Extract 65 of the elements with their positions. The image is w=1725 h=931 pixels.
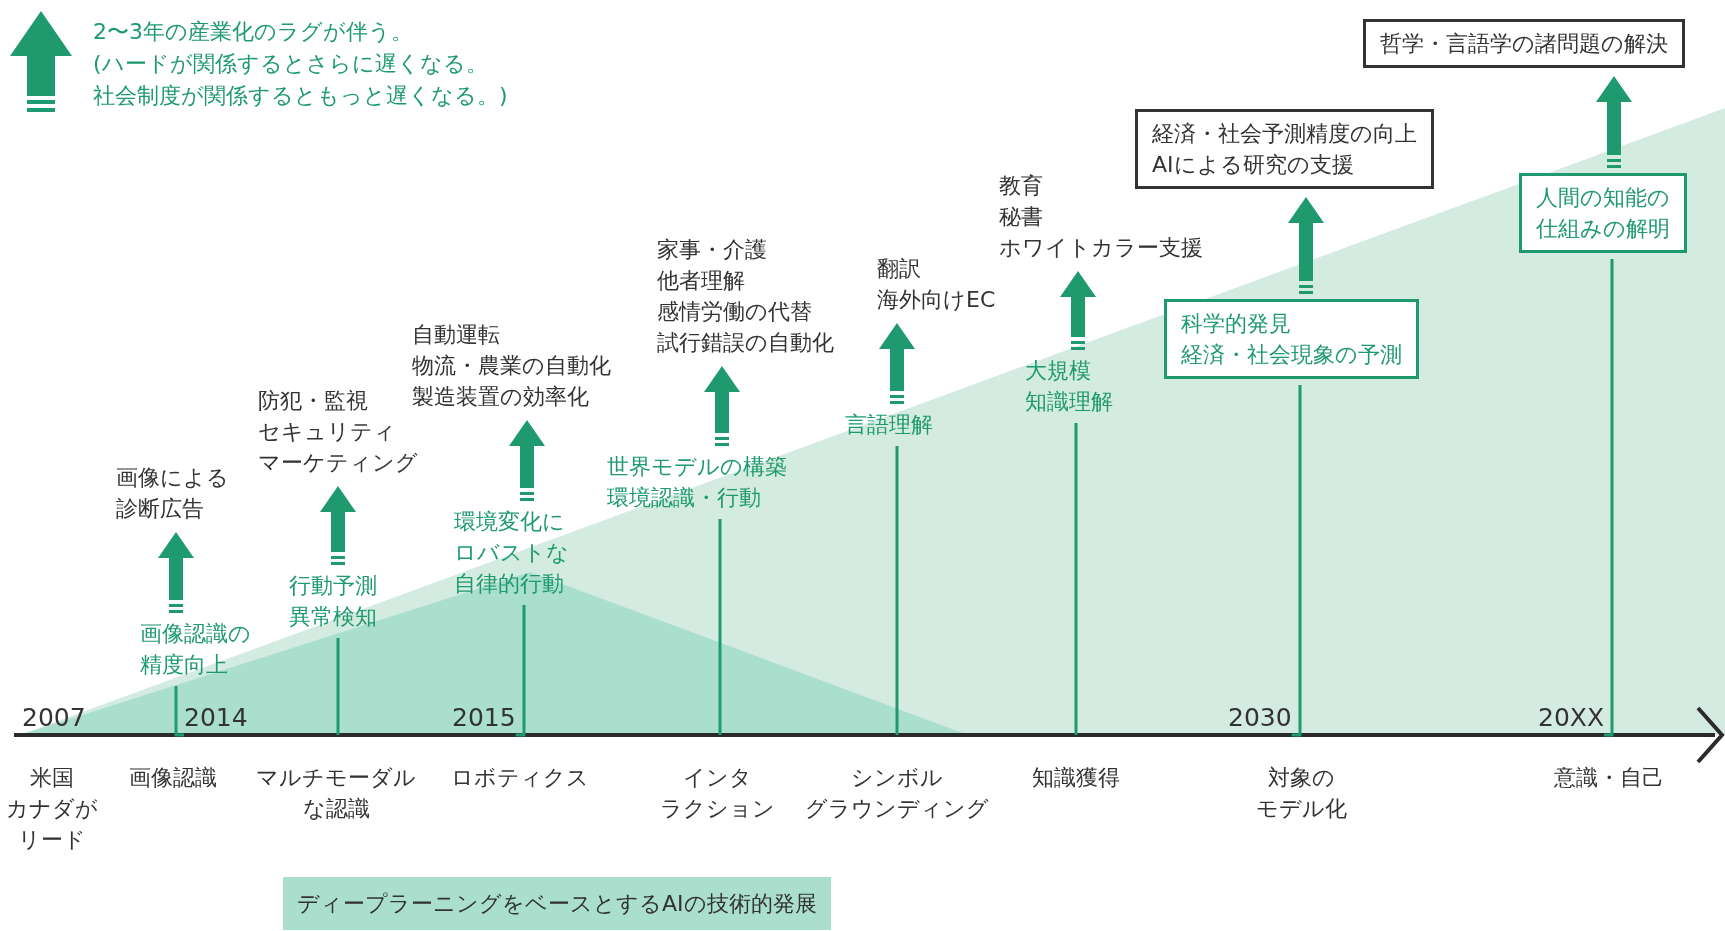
stage-label: マルチモーダルな認識: [256, 764, 416, 823]
application-box: [1363, 19, 1685, 68]
technology-text: 経済・社会現象の予測: [1181, 341, 1402, 369]
timeline-tick: [1604, 259, 1614, 737]
arrow: [509, 420, 545, 501]
arrow: [1288, 197, 1324, 294]
caption-band: [283, 877, 831, 930]
timeline-tick: [1291, 385, 1302, 737]
application-text: 物流・農業の自動化: [412, 352, 611, 380]
stage-label: 知識獲得: [1032, 764, 1120, 792]
application-text: 感情労働の代替: [657, 298, 813, 326]
arrow: [1060, 271, 1096, 350]
technology-text: 環境認識・行動: [607, 484, 762, 512]
application-text: 画像による診断広告: [116, 464, 229, 523]
application-text: 家事・介護: [657, 236, 768, 264]
stage-label: 対象のモデル化: [1255, 764, 1347, 823]
result-box: [1164, 299, 1419, 379]
application-text: 教育: [999, 172, 1044, 200]
application-text: 経済・社会予測精度の向上: [1152, 120, 1417, 148]
application-text: 試行錯誤の自動化: [657, 329, 834, 357]
technology-text: 行動予測: [289, 572, 377, 600]
year-label: 2014: [184, 702, 248, 733]
technology-text: 人間の知能の仕組みの解明: [1536, 184, 1670, 243]
application-text: 海外向けEC: [877, 286, 996, 314]
legend-text: 2〜3年の産業化のラグが伴う。: [93, 18, 413, 46]
arrow: [320, 486, 356, 565]
stage-label: 米国カナダがリード: [6, 764, 98, 854]
year-label: 2030: [1228, 702, 1292, 733]
arrow: [1596, 76, 1632, 168]
application-text: AIによる研究の支援: [1152, 151, 1355, 179]
year-label: 2007: [22, 702, 86, 733]
application-text: ホワイトカラー支援: [999, 234, 1203, 262]
stage-label: 意識・自己: [1554, 764, 1664, 792]
technology-text: 大規模知識理解: [1025, 357, 1113, 416]
result-box: [1519, 173, 1687, 253]
timeline-tick: [515, 605, 526, 737]
year-label: 20XX: [1538, 702, 1605, 733]
legend-text: 社会制度が関係するともっと遅くなる。): [93, 82, 508, 110]
arrow: [879, 323, 915, 404]
arrow: [704, 366, 740, 446]
application-box: [1135, 109, 1434, 189]
year-label: 2015: [452, 702, 516, 733]
stage-label: ロボティクス: [451, 764, 589, 792]
arrow: [158, 532, 194, 613]
caption-text: ディープラーニングをベースとするAIの技術的発展: [297, 890, 817, 918]
stage-label: シンボルグラウンディング: [805, 764, 989, 823]
application-text: 自動運転: [412, 321, 501, 349]
technology-text: 画像認識の精度向上: [140, 620, 251, 679]
timeline-tick: [174, 686, 184, 737]
technology-text: 異常検知: [289, 603, 377, 631]
application-text: 他者理解: [657, 267, 746, 295]
legend-text: (ハードが関係するとさらに遅くなる。: [93, 50, 488, 78]
application-text: マーケティング: [258, 449, 418, 477]
technology-text: 言語理解: [845, 411, 933, 439]
application-text: 翻訳: [877, 255, 922, 283]
stage-label: インタラクション: [659, 764, 775, 823]
application-text: 防犯・監視: [258, 387, 369, 415]
technology-text: 世界モデルの構築: [607, 453, 787, 481]
application-text: 哲学・言語学の諸問題の解決: [1380, 30, 1668, 58]
application-text: セキュリティ: [258, 418, 397, 446]
application-text: 秘書: [999, 203, 1044, 231]
technology-text: 環境変化にロバストな自律的行動: [454, 508, 569, 598]
application-text: 製造装置の効率化: [412, 383, 590, 411]
technology-text: 科学的発見: [1181, 310, 1292, 338]
stage-label: 画像認識: [129, 764, 217, 792]
